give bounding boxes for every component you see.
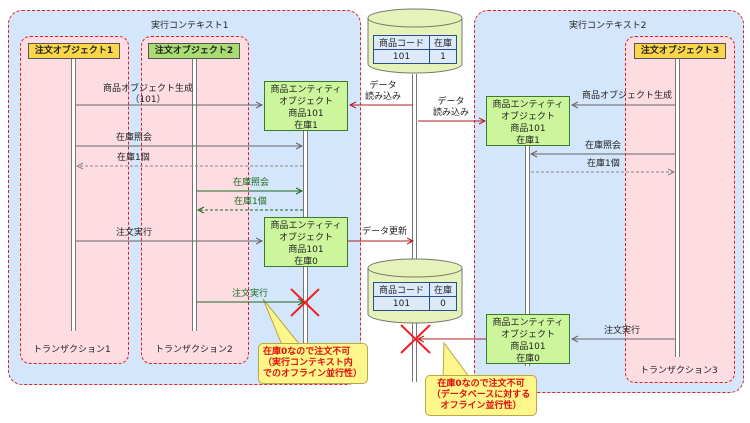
order-object-2: 注文オブジェクト2	[148, 43, 240, 59]
cell-stock: 1	[429, 49, 457, 64]
note-context-conflict: 在庫0なので注文不可 （実行コンテキスト内 でのオフライン並行性）	[258, 343, 368, 384]
label-stock-reply-3: 在庫1個	[587, 159, 620, 169]
transaction-3-label: トランザクション3	[640, 366, 718, 376]
entity-line: 商品エンティティ	[270, 85, 342, 95]
label-data-read-1: データ 読み込み	[355, 81, 411, 103]
stock-table-bottom: 商品コード 在庫 101 0	[372, 282, 457, 311]
entity-line: 商品101	[288, 109, 324, 119]
transaction-3	[625, 36, 735, 383]
entity-ctx2-stock1: 商品エンティティ オブジェクト 商品101 在庫1	[486, 96, 570, 146]
label-order-exec-1: 注文実行	[116, 228, 153, 238]
label-stock-reply-2: 在庫1個	[234, 197, 267, 207]
cell-product-code: 101	[372, 49, 431, 64]
execution-context-2-title: 実行コンテキスト2	[569, 21, 647, 31]
label-line: データ	[369, 81, 397, 91]
entity-line: オブジェクト	[278, 97, 333, 107]
label-create-product-101: 商品オブジェクト生成 （101）	[88, 84, 208, 106]
note-line: 在庫0なので注文不可	[263, 347, 351, 357]
transaction-2-label: トランザクション2	[155, 345, 233, 355]
entity-line: 在庫0	[516, 354, 540, 364]
execution-context-1-title: 実行コンテキスト1	[151, 21, 229, 31]
entity-line: 商品エンティティ	[492, 318, 564, 328]
label-stock-query-2: 在庫照会	[233, 178, 270, 188]
arrowhead-open	[416, 335, 425, 343]
order-object-1: 注文オブジェクト1	[28, 43, 120, 59]
label-stock-query-3: 在庫照会	[585, 141, 622, 151]
lifeline-order-object-2	[192, 59, 197, 331]
note-database-conflict: 在庫0なので注文不可 （データベースに対する オフライン並行性）	[425, 375, 537, 416]
note-line: （データベースに対する	[431, 390, 531, 400]
note-line: （実行コンテキスト内	[263, 358, 353, 368]
label-stock-reply-1: 在庫1個	[117, 153, 150, 163]
label-line: 商品オブジェクト生成	[102, 84, 193, 94]
header-stock: 在庫	[429, 35, 457, 50]
cell-stock: 0	[429, 296, 457, 311]
entity-line: 在庫0	[294, 257, 318, 267]
stock-table-top: 商品コード 在庫 101 1	[372, 35, 457, 64]
header-product-code: 商品コード	[372, 35, 431, 50]
label-order-exec-3: 注文実行	[604, 326, 641, 336]
lifeline-database	[412, 74, 417, 382]
label-order-exec-2: 注文実行	[232, 289, 269, 299]
entity-line: 商品101	[510, 342, 546, 352]
entity-line: 在庫1	[294, 121, 318, 131]
entity-line: 商品エンティティ	[270, 221, 342, 231]
transaction-1-label: トランザクション1	[33, 345, 111, 355]
entity-line: 商品エンティティ	[492, 100, 564, 110]
header-stock: 在庫	[429, 282, 457, 297]
header-product-code: 商品コード	[372, 282, 431, 297]
label-create-product-3: 商品オブジェクト生成	[582, 91, 673, 101]
label-line: （101）	[130, 95, 166, 105]
entity-line: 商品101	[510, 124, 546, 134]
entity-ctx1-stock0: 商品エンティティ オブジェクト 商品101 在庫0	[264, 217, 348, 267]
entity-ctx1-stock1: 商品エンティティ オブジェクト 商品101 在庫1	[264, 81, 348, 131]
note-tail-database	[442, 341, 471, 379]
label-line: 読み込み	[364, 92, 401, 102]
cell-product-code: 101	[372, 296, 431, 311]
entity-line: オブジェクト	[500, 112, 555, 122]
entity-line: オブジェクト	[500, 330, 555, 340]
entity-ctx2-stock0: 商品エンティティ オブジェクト 商品101 在庫0	[486, 314, 570, 364]
label-line: 読み込み	[432, 108, 469, 118]
label-stock-query-1: 在庫照会	[116, 133, 153, 143]
label-data-read-2: データ 読み込み	[423, 97, 479, 119]
note-line: 在庫0なので注文不可	[437, 379, 525, 389]
entity-line: オブジェクト	[278, 233, 333, 243]
entity-line: 在庫1	[516, 136, 540, 146]
order-object-3: 注文オブジェクト3	[634, 43, 726, 59]
note-line: オフライン並行性）	[440, 401, 522, 411]
database-cylinder-bottom: 商品コード 在庫 101 0	[367, 258, 463, 324]
note-line: でのオフライン並行性）	[263, 369, 363, 379]
entity-line: 商品101	[288, 245, 324, 255]
database-cylinder-top: 商品コード 在庫 101 1	[367, 8, 463, 74]
label-data-update: データ更新	[362, 227, 408, 237]
lifeline-order-object-3	[675, 59, 680, 357]
label-line: データ	[437, 97, 465, 107]
lifeline-entity-ctx2	[525, 146, 530, 366]
lifeline-order-object-1	[71, 59, 76, 331]
